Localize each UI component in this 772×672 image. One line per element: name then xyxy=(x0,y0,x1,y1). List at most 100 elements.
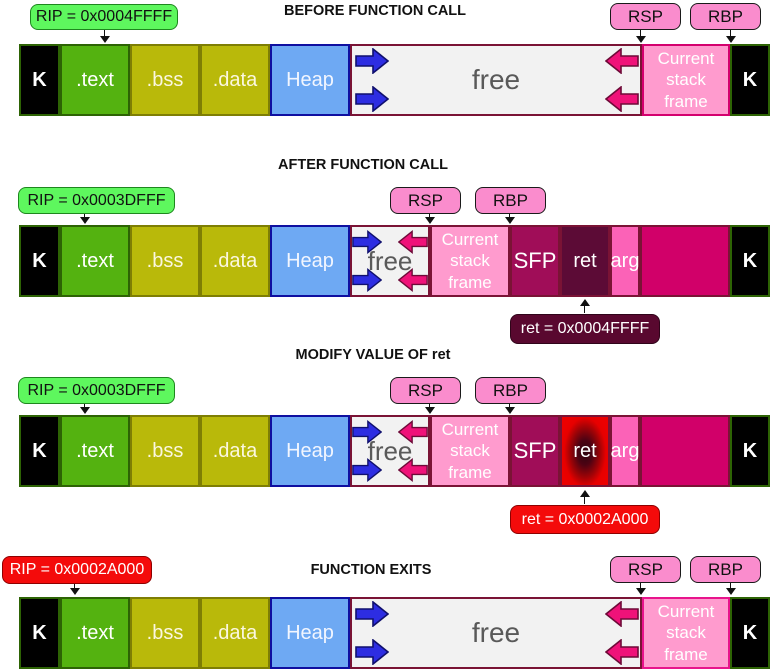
heap-grow-arrows xyxy=(355,599,389,667)
grow-right-arrow-icon xyxy=(352,419,382,445)
segment-data: .data xyxy=(200,597,270,669)
segment-free: free xyxy=(350,225,430,297)
rsp-pointer xyxy=(635,30,646,43)
segment-data: .data xyxy=(200,415,270,487)
segment-heap: Heap xyxy=(270,44,350,116)
heap-grow-arrows xyxy=(352,227,382,295)
rip-pointer xyxy=(69,584,80,595)
ret-value-label: ret = 0x0002A000 xyxy=(510,505,660,534)
panel-title: MODIFY VALUE OF ret xyxy=(295,347,451,363)
segment-sfp: SFP xyxy=(510,415,560,487)
segment-stack-frame: Current stack frame xyxy=(642,597,730,669)
segment-data: .data xyxy=(200,44,270,116)
segment-stack-frame: Current stack frame xyxy=(430,225,510,297)
rsp-label: RSP xyxy=(390,187,461,214)
grow-right-arrow-icon xyxy=(352,267,382,293)
segment-bss: .bss xyxy=(130,225,200,297)
rbp-label: RBP xyxy=(475,377,546,404)
ret-value-label: ret = 0x0004FFFF xyxy=(510,314,660,344)
panel-title: BEFORE FUNCTION CALL xyxy=(283,3,467,19)
segment-sfp: SFP xyxy=(510,225,560,297)
segment-stack-frame: Current stack frame xyxy=(642,44,730,116)
grow-left-arrow-icon xyxy=(398,267,428,293)
segment-kernel-right: K xyxy=(730,415,770,487)
segment-stack-frame: Current stack frame xyxy=(430,415,510,487)
segment-arg: arg xyxy=(610,225,640,297)
heap-grow-arrows xyxy=(352,417,382,485)
rip-label: RIP = 0x0003DFFF xyxy=(18,187,175,214)
rip-pointer xyxy=(79,214,90,224)
segment-prev-frame xyxy=(640,225,730,297)
grow-right-arrow-icon xyxy=(355,48,389,74)
rbp-pointer xyxy=(725,30,736,43)
free-label: free xyxy=(471,64,521,95)
grow-right-arrow-icon xyxy=(352,229,382,255)
rsp-label: RSP xyxy=(610,3,681,30)
segment-kernel: K xyxy=(19,44,60,116)
rsp-pointer xyxy=(424,214,435,224)
stack-grow-arrows xyxy=(398,417,428,485)
memory-bar: K .text .bss .data Heap free Current sta… xyxy=(19,597,770,669)
rbp-pointer xyxy=(725,583,736,595)
segment-free: free xyxy=(350,597,642,669)
grow-right-arrow-icon xyxy=(352,457,382,483)
segment-ret-modified: ret xyxy=(560,415,610,487)
rip-label: RIP = 0x0003DFFF xyxy=(18,377,175,404)
stack-grow-arrows xyxy=(605,599,639,667)
segment-text: .text xyxy=(60,225,130,297)
panel-title: AFTER FUNCTION CALL xyxy=(278,157,448,173)
segment-bss: .bss xyxy=(130,597,200,669)
memory-bar: K .text .bss .data Heap free Current sta… xyxy=(19,44,770,116)
segment-free: free xyxy=(350,44,642,116)
segment-kernel: K xyxy=(19,597,60,669)
rsp-pointer xyxy=(635,583,646,595)
segment-heap: Heap xyxy=(270,415,350,487)
rip-label: RIP = 0x0002A000 xyxy=(2,556,152,584)
segment-data: .data xyxy=(200,225,270,297)
segment-kernel: K xyxy=(19,225,60,297)
grow-left-arrow-icon xyxy=(605,601,639,627)
segment-bss: .bss xyxy=(130,44,200,116)
memory-bar: K .text .bss .data Heap free Current sta… xyxy=(19,415,770,487)
rbp-pointer xyxy=(504,404,515,414)
heap-grow-arrows xyxy=(355,46,389,114)
segment-free: free xyxy=(350,415,430,487)
memory-bar: K .text .bss .data Heap free Current sta… xyxy=(19,225,770,297)
rip-pointer xyxy=(99,30,110,43)
rsp-label: RSP xyxy=(390,377,461,404)
rbp-label: RBP xyxy=(475,187,546,214)
grow-left-arrow-icon xyxy=(605,639,639,665)
segment-bss: .bss xyxy=(130,415,200,487)
rbp-pointer xyxy=(504,214,515,224)
segment-arg: arg xyxy=(610,415,640,487)
grow-left-arrow-icon xyxy=(398,229,428,255)
segment-kernel-right: K xyxy=(730,44,770,116)
rip-label: RIP = 0x0004FFFF xyxy=(30,4,178,30)
ret-pointer xyxy=(579,299,590,313)
free-label: free xyxy=(471,617,521,648)
grow-right-arrow-icon xyxy=(355,86,389,112)
segment-kernel-right: K xyxy=(730,597,770,669)
rip-pointer xyxy=(79,404,90,414)
segment-text: .text xyxy=(60,44,130,116)
segment-text: .text xyxy=(60,597,130,669)
segment-kernel: K xyxy=(19,415,60,487)
grow-right-arrow-icon xyxy=(355,639,389,665)
rbp-label: RBP xyxy=(690,556,761,583)
panel-title: FUNCTION EXITS xyxy=(310,562,432,578)
segment-text: .text xyxy=(60,415,130,487)
rsp-pointer xyxy=(424,404,435,414)
segment-ret: ret xyxy=(560,225,610,297)
ret-pointer xyxy=(579,490,590,504)
free-label: free xyxy=(367,435,413,466)
segment-heap: Heap xyxy=(270,225,350,297)
rsp-label: RSP xyxy=(610,556,681,583)
grow-right-arrow-icon xyxy=(355,601,389,627)
stack-grow-arrows xyxy=(605,46,639,114)
grow-left-arrow-icon xyxy=(605,48,639,74)
segment-prev-frame xyxy=(640,415,730,487)
segment-kernel-right: K xyxy=(730,225,770,297)
grow-left-arrow-icon xyxy=(398,457,428,483)
grow-left-arrow-icon xyxy=(605,86,639,112)
